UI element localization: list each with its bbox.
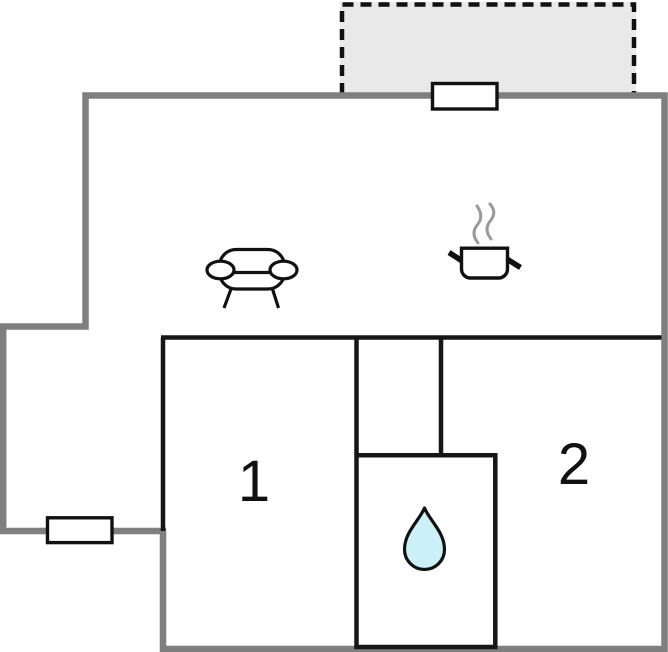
sofa-leg-right	[270, 288, 281, 309]
steam-icon	[472, 202, 496, 245]
room-2-label: 2	[558, 432, 590, 497]
terrace-fill	[340, 2, 636, 94]
room-1-label: 1	[238, 449, 270, 514]
window-marker-left	[45, 516, 114, 545]
sofa-armrest-right	[268, 259, 299, 281]
terrace-dashed-border	[339, 2, 637, 94]
interior-walls	[160, 335, 662, 650]
terrace-area	[339, 2, 637, 94]
bathroom-walls	[354, 337, 498, 650]
outer-walls	[0, 92, 668, 652]
pot-body	[459, 246, 510, 280]
steam-line-left	[472, 204, 483, 245]
cooking-pot-icon	[447, 202, 522, 280]
water-drop-icon	[402, 506, 447, 572]
sofa-leg-left	[222, 288, 233, 309]
steam-line-right	[485, 202, 496, 241]
sofa-armrest-left	[205, 259, 236, 281]
window-marker-top	[430, 81, 499, 111]
sofa-icon	[205, 247, 299, 309]
